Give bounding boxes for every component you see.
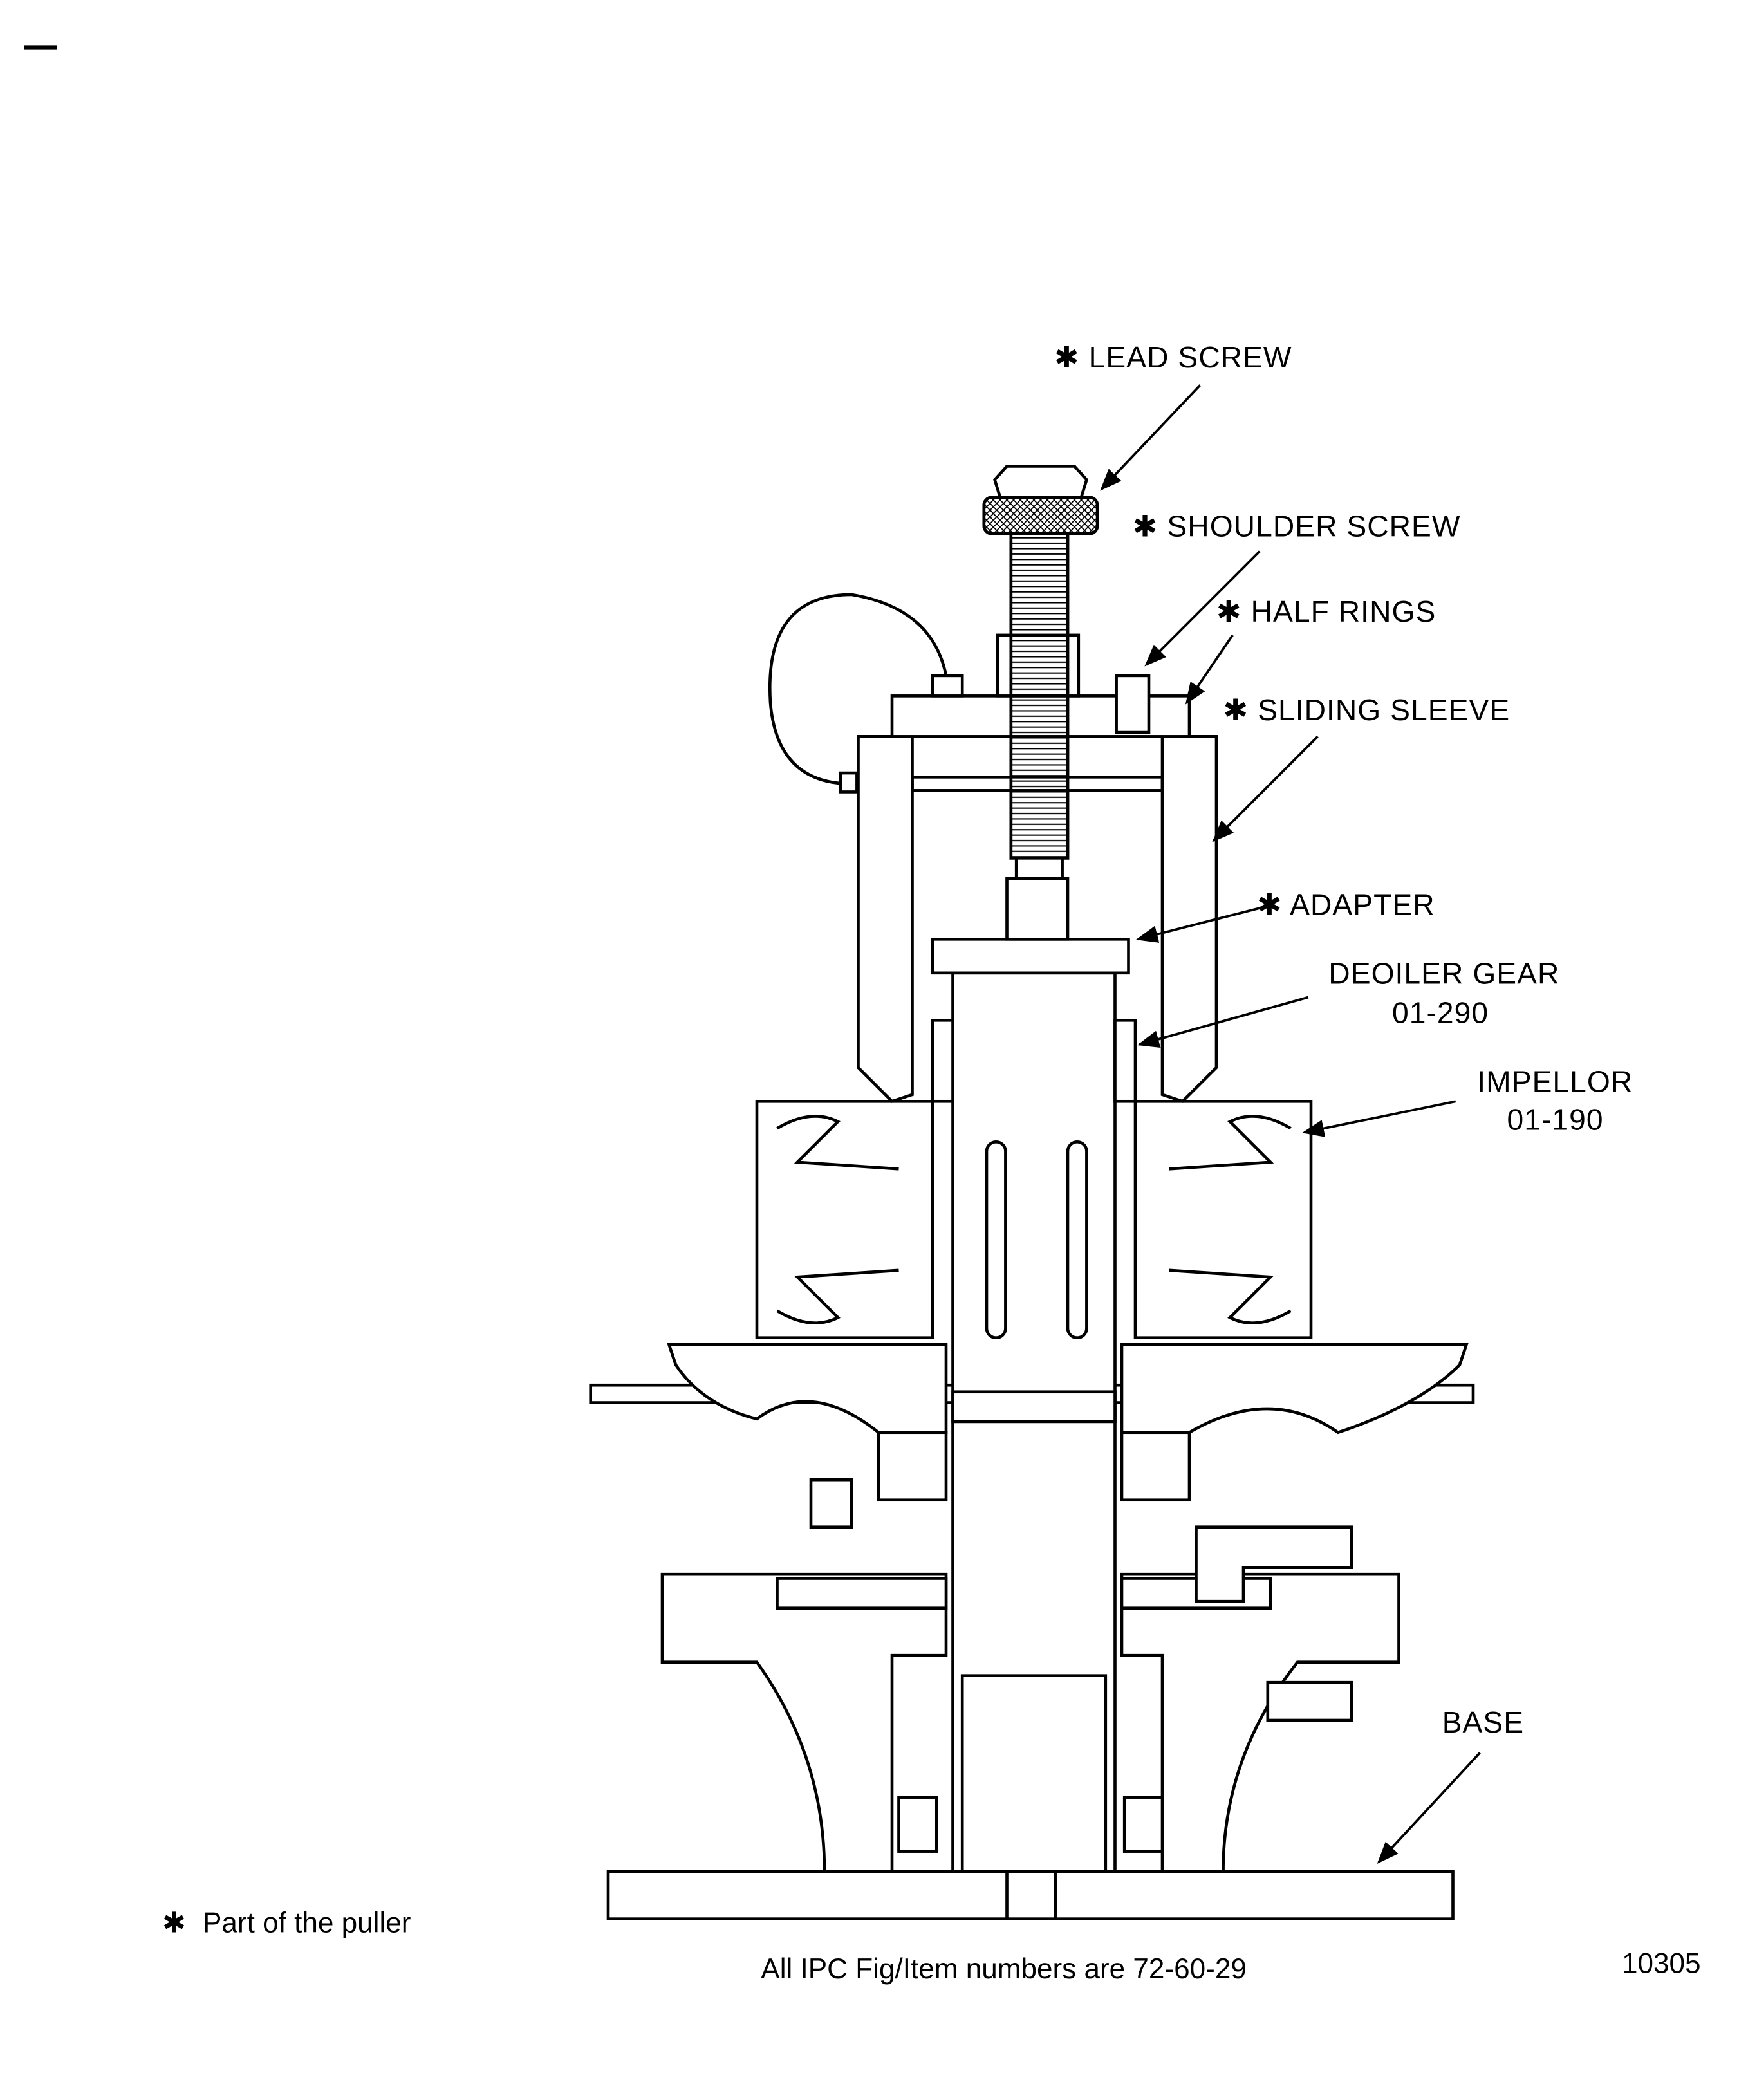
legend-text: Part of the puller xyxy=(203,1908,411,1939)
drawing xyxy=(589,465,1475,1920)
label-adapter: ✱ ADAPTER xyxy=(1257,888,1435,922)
deoiler-gear xyxy=(931,1018,954,1103)
label-base: BASE xyxy=(1442,1705,1524,1739)
label-deoiler-gear: DEOILER GEAR xyxy=(1328,957,1559,990)
legend-symbol: ✱ xyxy=(162,1908,186,1939)
label-deoiler-gear-part: 01-290 xyxy=(1392,996,1489,1030)
label-impellor-part: 01-190 xyxy=(1507,1102,1604,1136)
sliding-sleeve-right xyxy=(1160,735,1218,1103)
figure-number: 10305 xyxy=(1622,1948,1701,1980)
retaining-cable xyxy=(768,593,948,786)
label-impellor: IMPELLOR xyxy=(1477,1065,1633,1099)
shoulder-screw xyxy=(1115,674,1151,734)
label-lead-screw: ✱ LEAD SCREW xyxy=(1054,340,1292,374)
impellor-left xyxy=(755,1099,934,1340)
leaders xyxy=(1100,384,1481,1864)
footer-note: All IPC Fig/Item numbers are 72-60-29 xyxy=(761,1953,1247,1985)
sliding-sleeve-left xyxy=(857,735,914,1103)
base-body xyxy=(660,1572,948,1873)
label-half-rings: ✱ HALF RINGS xyxy=(1216,595,1436,628)
adapter xyxy=(931,938,1130,975)
label-shoulder-screw: ✱ SHOULDER SCREW xyxy=(1133,510,1461,543)
lead-screw-head xyxy=(993,465,1088,499)
lead-screw-shaft xyxy=(1009,532,1070,860)
impellor-right xyxy=(1133,1099,1313,1340)
lead-screw-knurl xyxy=(982,496,1099,535)
label-sliding-sleeve: ✱ SLIDING SLEEVE xyxy=(1223,693,1511,727)
